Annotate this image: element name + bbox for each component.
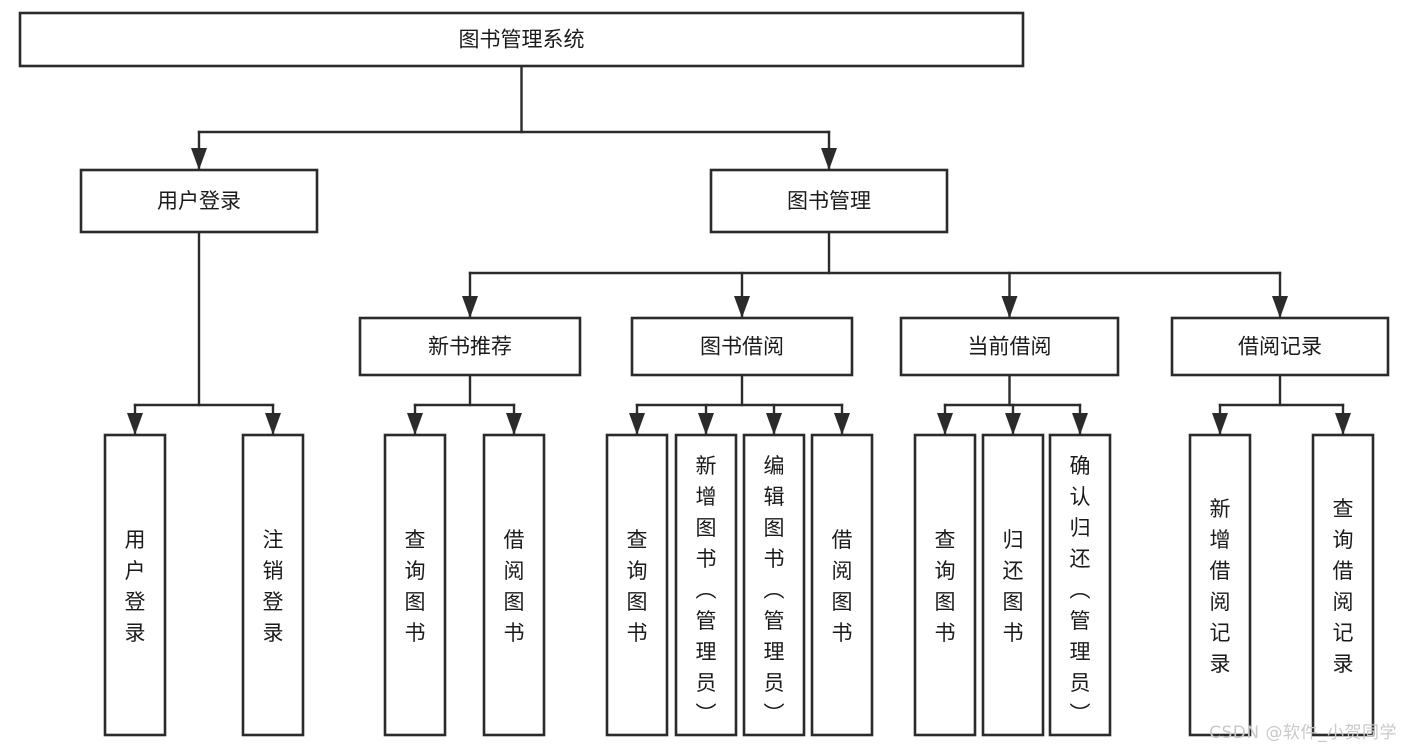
arrow-head-icon [834,413,850,435]
arrow-head-icon [506,413,522,435]
arrow-head-icon [1272,296,1288,318]
node-layer: 图书管理系统用户登录图书管理新书推荐图书借阅当前借阅借阅记录用户登录注销登录查询… [18,11,1390,737]
leaf-node-10[interactable]: 确认归还︵管理员︶ [1048,433,1112,737]
node-label: 归还图书 [1003,528,1024,645]
node-label: 编辑图书︵管理员︶ [764,454,785,726]
node-box [810,433,874,737]
node-label: 用户登录 [125,528,146,645]
node-box [913,433,977,737]
node-label: 借阅图书 [504,528,525,645]
arrow-head-icon [821,148,837,170]
node-box [630,316,854,377]
arrow-head-icon [265,413,281,435]
node-label: 新增图书︵管理员︶ [696,454,717,726]
level3-node-0[interactable]: 新书推荐 [358,316,582,377]
node-label: 用户登录 [157,189,241,213]
node-box [1170,316,1390,377]
level3-node-2[interactable]: 当前借阅 [899,316,1120,377]
arrow-head-icon [191,148,207,170]
node-label: 新增借阅记录 [1210,497,1231,676]
leaf-node-9[interactable]: 归还图书 [981,433,1045,737]
leaf-node-12[interactable]: 查询借阅记录 [1311,433,1375,737]
node-label: 确认归还︵管理员︶ [1070,454,1091,726]
node-box [383,433,447,737]
node-box [742,433,806,737]
leaf-node-0[interactable]: 用户登录 [103,433,167,737]
root-node-book-management-system[interactable]: 图书管理系统 [18,11,1025,68]
arrow-head-icon [1072,413,1088,435]
arrow-head-icon [937,413,953,435]
arrow-head-icon [462,296,478,318]
leaf-node-7[interactable]: 借阅图书 [810,433,874,737]
node-label: 借阅图书 [832,528,853,645]
node-label: 查询图书 [627,528,648,645]
leaf-node-5[interactable]: 新增图书︵管理员︶ [674,433,738,737]
node-box [103,433,167,737]
node-box [709,168,949,234]
node-box [241,433,305,737]
arrow-head-icon [1001,296,1018,318]
node-box [899,316,1120,377]
node-box [79,168,319,234]
arrow-head-icon [1335,413,1351,435]
arrow-head-icon [629,413,645,435]
leaf-node-1[interactable]: 注销登录 [241,433,305,737]
arrow-head-icon [1212,413,1228,435]
node-box [1311,433,1375,737]
node-label: 查询图书 [405,528,426,645]
leaf-node-8[interactable]: 查询图书 [913,433,977,737]
node-label: 图书管理 [787,189,871,213]
node-box [358,316,582,377]
node-label: 图书管理系统 [459,28,585,52]
node-label: 当前借阅 [968,335,1052,359]
leaf-node-2[interactable]: 查询图书 [383,433,447,737]
node-label: 新书推荐 [428,335,512,359]
node-label: 查询借阅记录 [1333,497,1354,676]
node-box [18,11,1025,68]
node-label: 注销登录 [263,528,284,645]
level2-node-1[interactable]: 图书管理 [709,168,949,234]
arrow-head-icon [734,296,750,318]
level3-node-3[interactable]: 借阅记录 [1170,316,1390,377]
node-label: 查询图书 [935,528,956,645]
leaf-node-6[interactable]: 编辑图书︵管理员︶ [742,433,806,737]
level3-node-1[interactable]: 图书借阅 [630,316,854,377]
leaf-node-11[interactable]: 新增借阅记录 [1188,433,1252,737]
node-box [1188,433,1252,737]
arrow-head-icon [127,413,143,435]
arrow-head-icon [766,413,782,435]
node-label: 图书借阅 [700,335,784,359]
leaf-node-3[interactable]: 借阅图书 [482,433,546,737]
leaf-node-4[interactable]: 查询图书 [605,433,669,737]
arrow-head-icon [698,413,714,435]
node-box [1048,433,1112,737]
node-box [674,433,738,737]
csdn-watermark: CSDN @软件_小贺同学 [1209,723,1397,743]
arrow-head-icon [1005,413,1021,435]
node-box [605,433,669,737]
node-box [482,433,546,737]
arrow-head-icon [407,413,423,435]
level2-node-0[interactable]: 用户登录 [79,168,319,234]
node-label: 借阅记录 [1238,335,1322,359]
connector-layer [127,64,1351,437]
node-box [981,433,1045,737]
